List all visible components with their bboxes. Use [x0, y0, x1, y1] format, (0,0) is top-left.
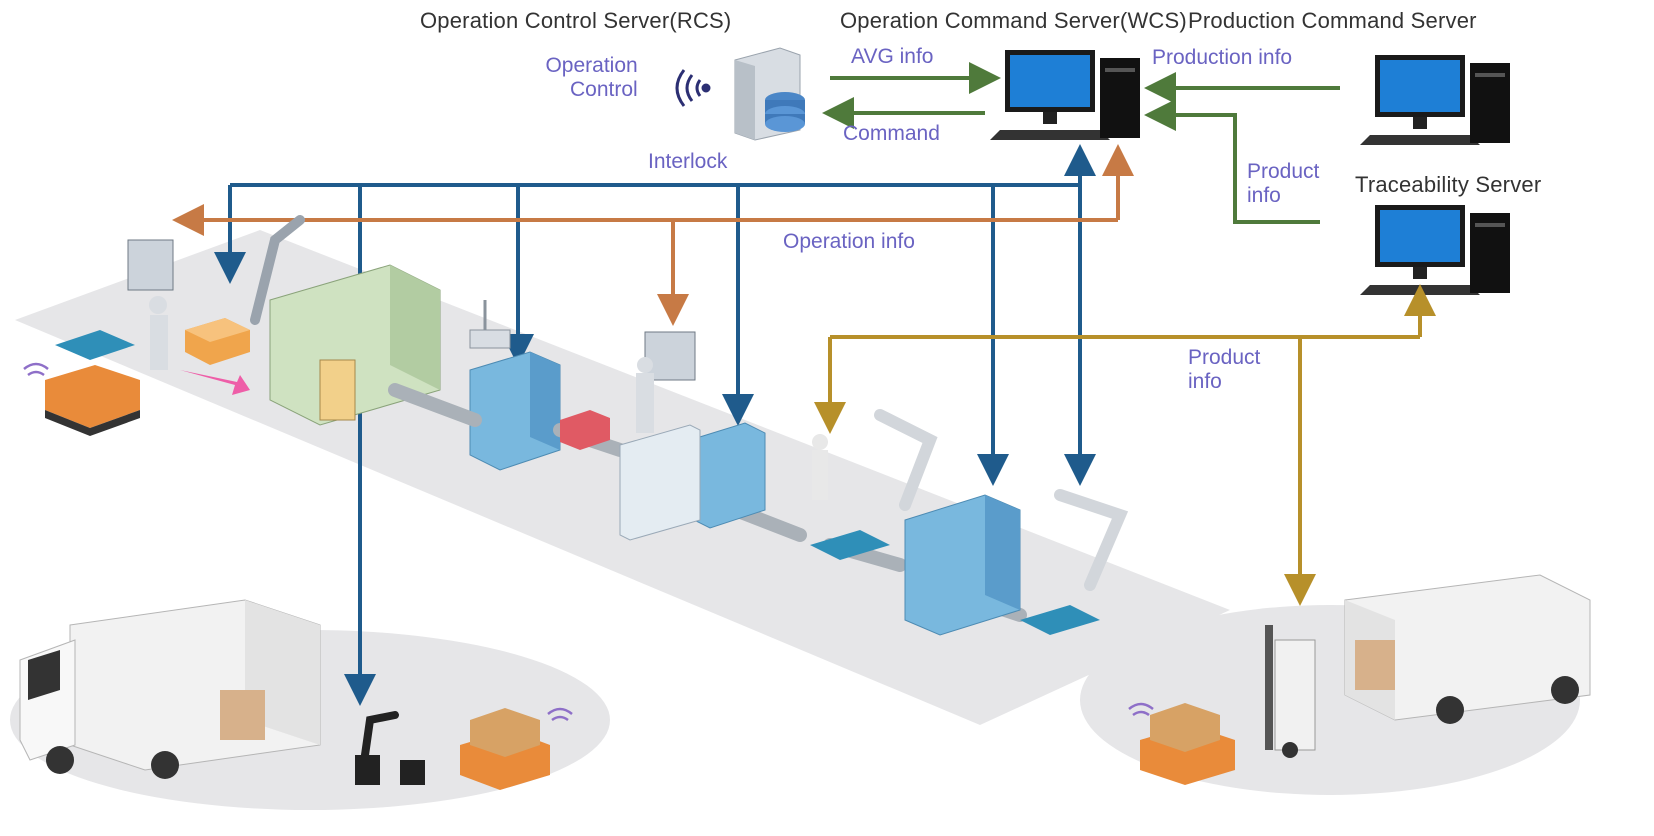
- camera-icon: [469, 300, 511, 349]
- product-info-lines: [814, 284, 1436, 606]
- product-info-top-label: Product info: [1247, 160, 1319, 208]
- inspection-unit-1: [469, 351, 561, 471]
- robot-arm-icon-2: [874, 409, 1129, 591]
- operation-info-label: Operation info: [783, 230, 915, 253]
- production-info-label: Production info: [1152, 46, 1293, 69]
- interlock-lines: [214, 144, 1096, 706]
- agv-robot-icon: [45, 330, 140, 436]
- wireless-signal-icon-2: [23, 362, 1154, 722]
- agv-robot-icon-2: [460, 708, 550, 790]
- operation-info-lines: [172, 144, 1134, 326]
- operation-control-line-1: Operation: [545, 54, 638, 77]
- delivery-truck-icon-2: [1344, 574, 1591, 724]
- tray-table-2: [1020, 605, 1100, 635]
- traceability-computer-icon: [1360, 205, 1510, 295]
- traceability-server-label: Traceability Server: [1355, 172, 1542, 197]
- product-info-mid-line-2: info: [1188, 370, 1222, 393]
- command-label: Command: [843, 122, 940, 145]
- monitor-icon: [127, 239, 174, 291]
- robot-arm-icon: [250, 215, 305, 325]
- product-info-mid-label: Product info: [1188, 346, 1260, 394]
- wireless-signal-icon: [675, 69, 711, 107]
- production-computer-icon: [1360, 55, 1510, 145]
- box-icon: [185, 318, 250, 365]
- worker-icon-2: [812, 434, 828, 500]
- product-info-mid-line-1: Product: [1188, 346, 1261, 369]
- operation-control-label: Operation Control: [536, 54, 638, 102]
- delivery-truck-icon: [19, 599, 321, 779]
- inspection-unit-2: [619, 422, 766, 541]
- forklift-icon: [1265, 625, 1316, 758]
- direction-arrow: [180, 370, 250, 395]
- assembly-unit: [904, 494, 1021, 636]
- server-arrows: [822, 62, 1340, 224]
- avg-info-label: AVG info: [851, 45, 934, 68]
- tray-table-1: [810, 530, 890, 560]
- rcs-server-label: Operation Control Server(RCS): [420, 8, 732, 33]
- agv-robot-icon-3: [1140, 703, 1235, 785]
- worker-icon: [149, 296, 168, 370]
- red-workpiece: [560, 410, 610, 450]
- robot-arm-icon-3: [355, 711, 425, 785]
- wcs-computer-icon: [990, 50, 1140, 140]
- operator-station: [636, 331, 696, 433]
- product-info-top-line-1: Product: [1247, 160, 1320, 183]
- wcs-server-label: Operation Command Server(WCS): [840, 8, 1187, 33]
- production-server-label: Production Command Server: [1188, 8, 1477, 33]
- product-info-top-line-2: info: [1247, 184, 1281, 207]
- operation-control-line-2: Control: [570, 78, 638, 101]
- rcs-server-icon: [734, 47, 805, 141]
- interlock-label: Interlock: [648, 150, 728, 173]
